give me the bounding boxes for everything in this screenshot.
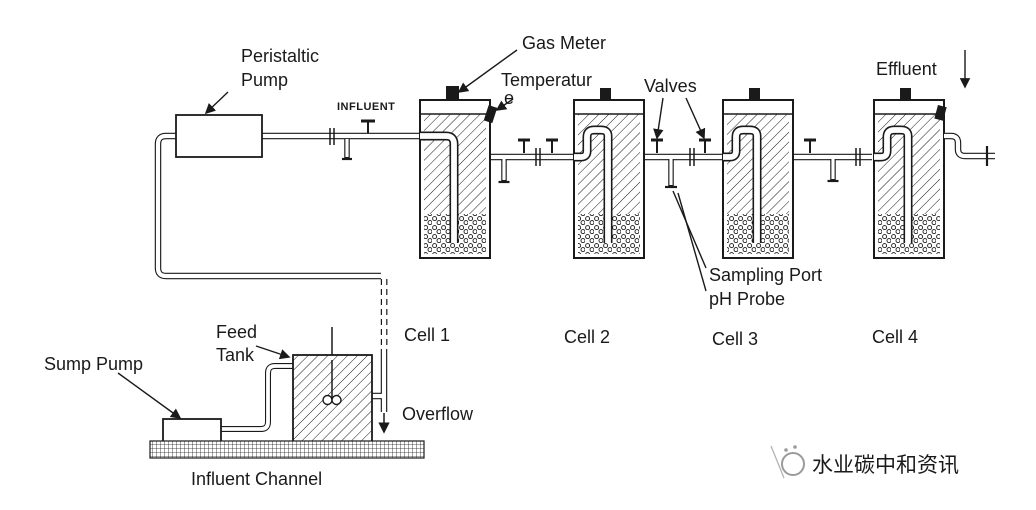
pipe-flange xyxy=(855,148,861,166)
effluent-probe xyxy=(934,104,947,121)
feed-tank-leader xyxy=(255,345,291,360)
valves-leader-right xyxy=(685,97,706,140)
gas-meter-leader xyxy=(457,49,518,93)
label-feed-tank-2: Tank xyxy=(216,345,255,365)
label-influent: INFLUENT xyxy=(337,101,395,113)
effluent-pipe xyxy=(944,132,995,166)
sampling-stub xyxy=(498,159,510,184)
cell-4 xyxy=(873,88,947,259)
valves-leader-left xyxy=(653,97,664,140)
connecting-pipe-2 xyxy=(645,138,722,189)
peristaltic-pump-body xyxy=(175,114,263,158)
label-effluent: Effluent xyxy=(876,59,937,79)
pipe-flange xyxy=(329,128,335,145)
gas-port xyxy=(446,86,459,99)
label-ph-probe: pH Probe xyxy=(709,289,785,309)
label-temperature-2: e xyxy=(504,88,514,108)
label-cell-1: Cell 1 xyxy=(404,325,450,345)
sump-discharge-pipe xyxy=(220,363,293,432)
valve xyxy=(518,138,530,153)
sump-pump-leader xyxy=(117,372,182,419)
gas-port xyxy=(900,88,911,99)
label-gas-meter: Gas Meter xyxy=(522,33,606,53)
feed-tank xyxy=(292,327,373,443)
watermark-logo-dot xyxy=(784,448,788,452)
overflow-pipe xyxy=(371,349,390,434)
pipe-flange xyxy=(689,148,695,166)
label-cell-2: Cell 2 xyxy=(564,327,610,347)
label-peristaltic-pump-2: Pump xyxy=(241,70,288,90)
mixer-impeller xyxy=(322,394,333,406)
watermark-slash xyxy=(770,445,785,479)
sampling-stub xyxy=(827,159,839,183)
suction-pipe-dashed xyxy=(380,279,388,349)
label-sump-pump: Sump Pump xyxy=(44,354,143,374)
label-sampling-port: Sampling Port xyxy=(709,265,822,285)
watermark: 水业碳中和资讯 xyxy=(770,445,959,479)
sampling-port-leader xyxy=(672,190,707,269)
label-feed-tank-1: Feed xyxy=(216,322,257,342)
pump-leader xyxy=(204,91,229,115)
label-peristaltic-pump-1: Peristaltic xyxy=(241,46,319,66)
label-cell-3: Cell 3 xyxy=(712,329,758,349)
watermark-logo xyxy=(781,452,805,476)
sampling-port-stub xyxy=(665,159,677,189)
valve xyxy=(804,138,816,153)
label-temperature-1: Temperatur xyxy=(501,70,592,90)
cell-3 xyxy=(722,88,794,259)
influent-pipe xyxy=(260,119,419,161)
leader-lines xyxy=(117,49,971,419)
valve xyxy=(546,138,558,153)
label-valves: Valves xyxy=(644,76,697,96)
temperature-leader xyxy=(495,98,514,111)
pump-feed-pipe xyxy=(154,132,381,280)
influent-port xyxy=(361,119,375,133)
valve xyxy=(651,138,663,153)
influent-drain-valve xyxy=(342,139,352,161)
pipe-flange xyxy=(535,148,541,166)
sump-pump-body xyxy=(162,418,222,443)
label-influent-channel: Influent Channel xyxy=(191,469,322,489)
valve xyxy=(699,138,711,153)
ph-probe-leader xyxy=(677,192,707,292)
label-cell-4: Cell 4 xyxy=(872,327,918,347)
influent-channel-body xyxy=(149,440,425,459)
connecting-pipe-3 xyxy=(794,138,872,183)
watermark-logo-dot xyxy=(793,445,797,449)
watermark-text: 水业碳中和资讯 xyxy=(812,454,959,477)
cell-1 xyxy=(419,86,498,259)
mixer-impeller xyxy=(331,394,342,406)
label-overflow: Overflow xyxy=(402,404,474,424)
cell-2 xyxy=(573,88,645,259)
gas-port xyxy=(600,88,611,99)
connecting-pipe-1 xyxy=(491,138,573,184)
temperature-probe xyxy=(483,105,498,124)
labels: Peristaltic Pump INFLUENT Gas Meter Temp… xyxy=(44,33,937,489)
gas-port xyxy=(749,88,760,99)
